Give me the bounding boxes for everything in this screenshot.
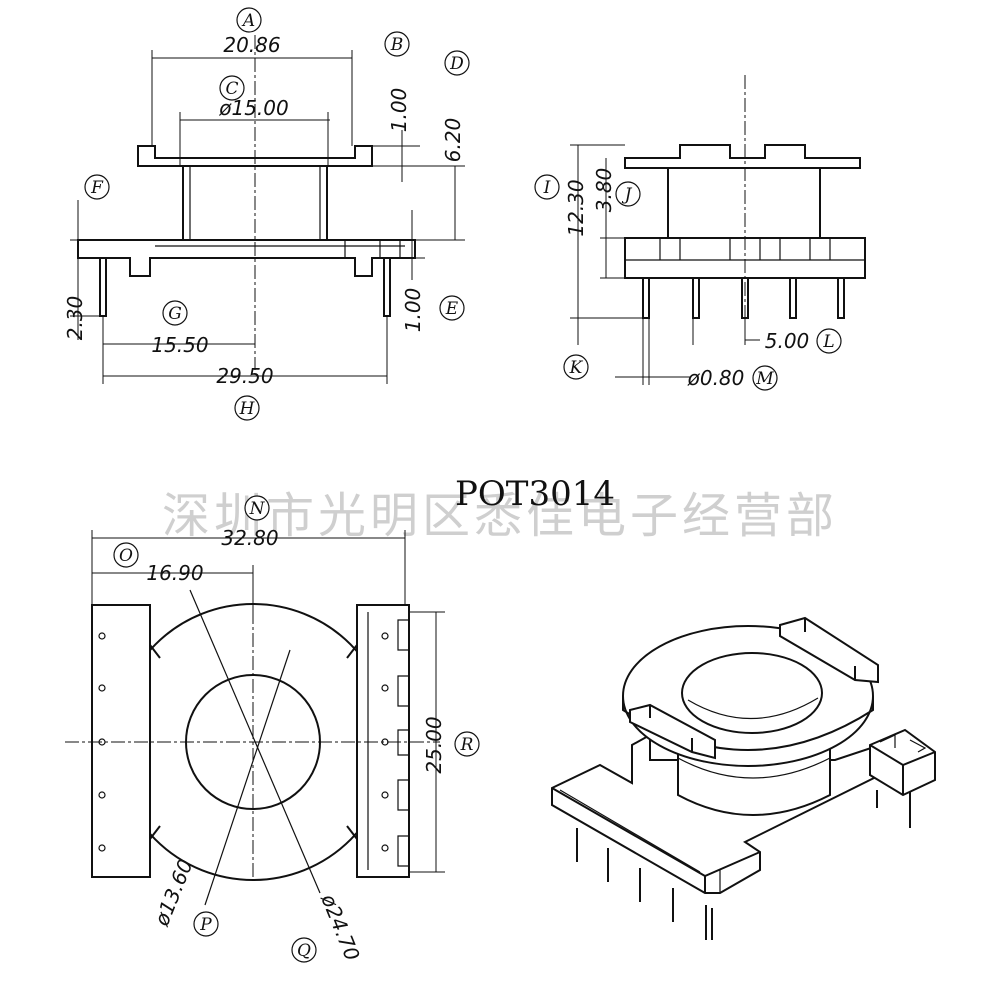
dim-f-value: 2.30 [63,296,87,341]
dim-c-letter: C [225,79,238,99]
watermark: 深圳市光明区悉佳电子经营部 [162,488,838,544]
dim-m-value: ø0.80 [687,366,745,390]
dim-j-value: 3.80 [592,168,616,213]
dim-d-letter: D [449,54,464,74]
dim-d-value: 6.20 [441,118,465,163]
dim-n-letter: N [249,499,266,519]
dim-e-value: 1.00 [401,288,425,333]
dim-g-letter: G [168,304,182,324]
isometric-view [551,616,936,940]
dim-b-letter: B [390,35,404,55]
dim-e-letter: E [445,299,459,319]
dim-q-letter: Q [297,941,311,961]
dim-i-value: 12.30 [564,179,588,236]
dim-q-value: ø24.70 [316,890,365,964]
dim-o-value: 16.90 [146,561,203,585]
top-view: 32.80 N 16.90 O 25.00 R ø13.60 P ø24.70 … [65,495,480,964]
dim-l-value: 5.00 [765,329,810,353]
dim-k-letter: K [569,358,584,378]
side-view: 12.30 I 3.80 J K 5.00 L ø0.80 M [534,75,866,391]
dim-r-value: 25.00 [422,716,446,773]
dim-p-letter: P [199,915,212,935]
dim-o-letter: O [119,546,133,566]
dim-f-letter: F [90,178,104,198]
dim-h-letter: H [239,399,256,419]
front-view: 20.86 A ø15.00 C 1.00 B 6.20 D 1.00 E [63,7,470,421]
dim-r-letter: R [460,735,474,755]
dim-l-letter: L [822,332,834,352]
dim-a-letter: A [241,11,255,31]
part-number-title: POT3014 [455,474,615,514]
dim-g-value: 15.50 [151,333,208,357]
dim-n-value: 32.80 [221,526,278,550]
dim-a-value: 20.86 [223,33,280,57]
dim-i-letter: I [543,178,551,198]
dim-p-value: ø13.60 [149,856,198,930]
dim-m-letter: M [755,369,774,389]
dim-j-letter: J [622,185,633,205]
dim-h-value: 29.50 [216,364,273,388]
dim-b-value: 1.00 [387,88,411,133]
